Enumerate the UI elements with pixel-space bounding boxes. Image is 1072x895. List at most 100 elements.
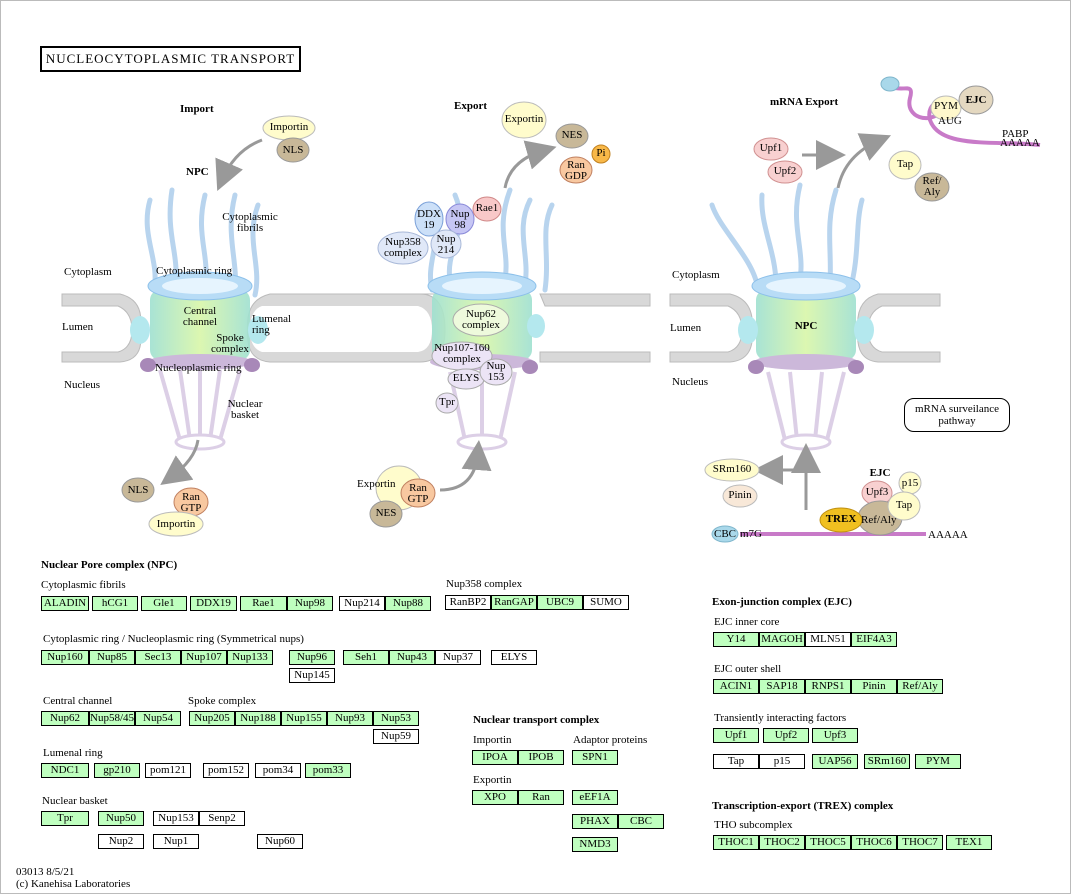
gene-upf1[interactable]: Upf1 — [713, 728, 759, 743]
gene-ref-aly[interactable]: Ref/Aly — [897, 679, 943, 694]
ref-aly-top-molecule[interactable] — [914, 172, 950, 202]
gene-nup54[interactable]: Nup54 — [135, 711, 181, 726]
gene-gp210[interactable]: gp210 — [94, 763, 140, 778]
gene-nup145[interactable]: Nup145 — [289, 668, 335, 683]
gene-ddx19[interactable]: DDX19 — [190, 596, 237, 611]
gene-pom34[interactable]: pom34 — [255, 763, 301, 778]
gene-pom152[interactable]: pom152 — [203, 763, 249, 778]
gene-pinin[interactable]: Pinin — [851, 679, 897, 694]
gene-upf2[interactable]: Upf2 — [763, 728, 809, 743]
gene-rae1[interactable]: Rae1 — [240, 596, 287, 611]
gene-ranbp2[interactable]: RanBP2 — [445, 595, 491, 610]
ejc-top-molecule[interactable] — [958, 85, 994, 115]
rae1-molecule[interactable] — [472, 196, 502, 222]
gene-ipoa[interactable]: IPOA — [472, 750, 518, 765]
pinin-molecule[interactable] — [722, 484, 758, 508]
nup62-molecule[interactable] — [452, 303, 510, 337]
gene-nup60[interactable]: Nup60 — [257, 834, 303, 849]
gene-nup205[interactable]: Nup205 — [189, 711, 235, 726]
upf2-molecule[interactable] — [767, 160, 803, 184]
gene-nup53[interactable]: Nup53 — [373, 711, 419, 726]
gene-ndc1[interactable]: NDC1 — [41, 763, 89, 778]
mrna-surveillance-link[interactable]: mRNA surveilance pathway — [904, 398, 1010, 432]
gene-nup85[interactable]: Nup85 — [89, 650, 135, 665]
gene-elys[interactable]: ELYS — [491, 650, 537, 665]
upf1-molecule[interactable] — [753, 137, 789, 161]
gene-nup98[interactable]: Nup98 — [287, 596, 333, 611]
gene-pom121[interactable]: pom121 — [145, 763, 191, 778]
gene-nup153[interactable]: Nup153 — [153, 811, 199, 826]
gene-sumo[interactable]: SUMO — [583, 595, 629, 610]
gene-aladin[interactable]: ALADIN — [41, 596, 89, 611]
gene-nmd3[interactable]: NMD3 — [572, 837, 618, 852]
gene-rnps1[interactable]: RNPS1 — [805, 679, 851, 694]
gene-tex1[interactable]: TEX1 — [946, 835, 992, 850]
gene-magoh[interactable]: MAGOH — [759, 632, 805, 647]
tap-top-molecule[interactable] — [888, 150, 922, 180]
gene-sec13[interactable]: Sec13 — [135, 650, 181, 665]
gene-rangap[interactable]: RanGAP — [491, 595, 537, 610]
gene-nup93[interactable]: Nup93 — [327, 711, 373, 726]
nes-top-molecule[interactable] — [555, 123, 589, 149]
nls-top-molecule[interactable] — [276, 137, 310, 163]
gene-nup214[interactable]: Nup214 — [339, 596, 385, 611]
gene-nup133[interactable]: Nup133 — [227, 650, 273, 665]
gene-nup107[interactable]: Nup107 — [181, 650, 227, 665]
gene-nup59[interactable]: Nup59 — [373, 729, 419, 744]
gene-ran[interactable]: Ran — [518, 790, 564, 805]
gene-nup2[interactable]: Nup2 — [98, 834, 144, 849]
pi-molecule[interactable] — [591, 144, 611, 164]
gene-thoc6[interactable]: THOC6 — [851, 835, 897, 850]
gene-hcg1[interactable]: hCG1 — [92, 596, 138, 611]
gene-spn1[interactable]: SPN1 — [572, 750, 618, 765]
gene-p15[interactable]: p15 — [759, 754, 805, 769]
gene-ipob[interactable]: IPOB — [518, 750, 564, 765]
gene-xpo[interactable]: XPO — [472, 790, 518, 805]
gene-cbc[interactable]: CBC — [618, 814, 664, 829]
ran-gdp-molecule[interactable] — [559, 156, 593, 184]
gene-tap[interactable]: Tap — [713, 754, 759, 769]
gene-nup155[interactable]: Nup155 — [281, 711, 327, 726]
gene-upf3[interactable]: Upf3 — [812, 728, 858, 743]
nup214-molecule[interactable] — [430, 229, 462, 259]
gene-nup188[interactable]: Nup188 — [235, 711, 281, 726]
gene-nup62[interactable]: Nup62 — [41, 711, 89, 726]
gene-nup160[interactable]: Nup160 — [41, 650, 89, 665]
exportin-top-molecule[interactable] — [501, 101, 547, 139]
gene-thoc2[interactable]: THOC2 — [759, 835, 805, 850]
gene-pom33[interactable]: pom33 — [305, 763, 351, 778]
tap-bottom-molecule[interactable] — [887, 491, 921, 521]
nls-bottom-molecule[interactable] — [121, 477, 155, 503]
gene-mln51[interactable]: MLN51 — [805, 632, 851, 647]
gene-srm160[interactable]: SRm160 — [864, 754, 910, 769]
gene-nup37[interactable]: Nup37 — [435, 650, 481, 665]
ran-gtp-export-molecule[interactable] — [400, 478, 436, 508]
gene-nup96[interactable]: Nup96 — [289, 650, 335, 665]
gene-nup1[interactable]: Nup1 — [153, 834, 199, 849]
nup98-molecule[interactable] — [445, 203, 475, 235]
gene-thoc7[interactable]: THOC7 — [897, 835, 943, 850]
srm160-molecule[interactable] — [704, 458, 760, 482]
gene-gle1[interactable]: Gle1 — [141, 596, 187, 611]
cbc-molecule[interactable] — [711, 525, 739, 543]
nup153-molecule[interactable] — [479, 358, 513, 386]
gene-eef1a[interactable]: eEF1A — [572, 790, 618, 805]
gene-thoc5[interactable]: THOC5 — [805, 835, 851, 850]
gene-seh1[interactable]: Seh1 — [343, 650, 389, 665]
gene-nup58-45[interactable]: Nup58/45 — [89, 711, 135, 726]
gene-sap18[interactable]: SAP18 — [759, 679, 805, 694]
gene-nup50[interactable]: Nup50 — [98, 811, 144, 826]
gene-y14[interactable]: Y14 — [713, 632, 759, 647]
gene-ubc9[interactable]: UBC9 — [537, 595, 583, 610]
ddx19-molecule[interactable] — [414, 201, 444, 237]
gene-senp2[interactable]: Senp2 — [199, 811, 245, 826]
gene-thoc1[interactable]: THOC1 — [713, 835, 759, 850]
nup358-molecule[interactable] — [377, 231, 429, 265]
gene-pym[interactable]: PYM — [915, 754, 961, 769]
gene-nup43[interactable]: Nup43 — [389, 650, 435, 665]
gene-acin1[interactable]: ACIN1 — [713, 679, 759, 694]
importin-bottom-molecule[interactable] — [148, 511, 204, 537]
pym-molecule[interactable] — [930, 95, 962, 121]
gene-phax[interactable]: PHAX — [572, 814, 618, 829]
gene-tpr[interactable]: Tpr — [41, 811, 89, 826]
